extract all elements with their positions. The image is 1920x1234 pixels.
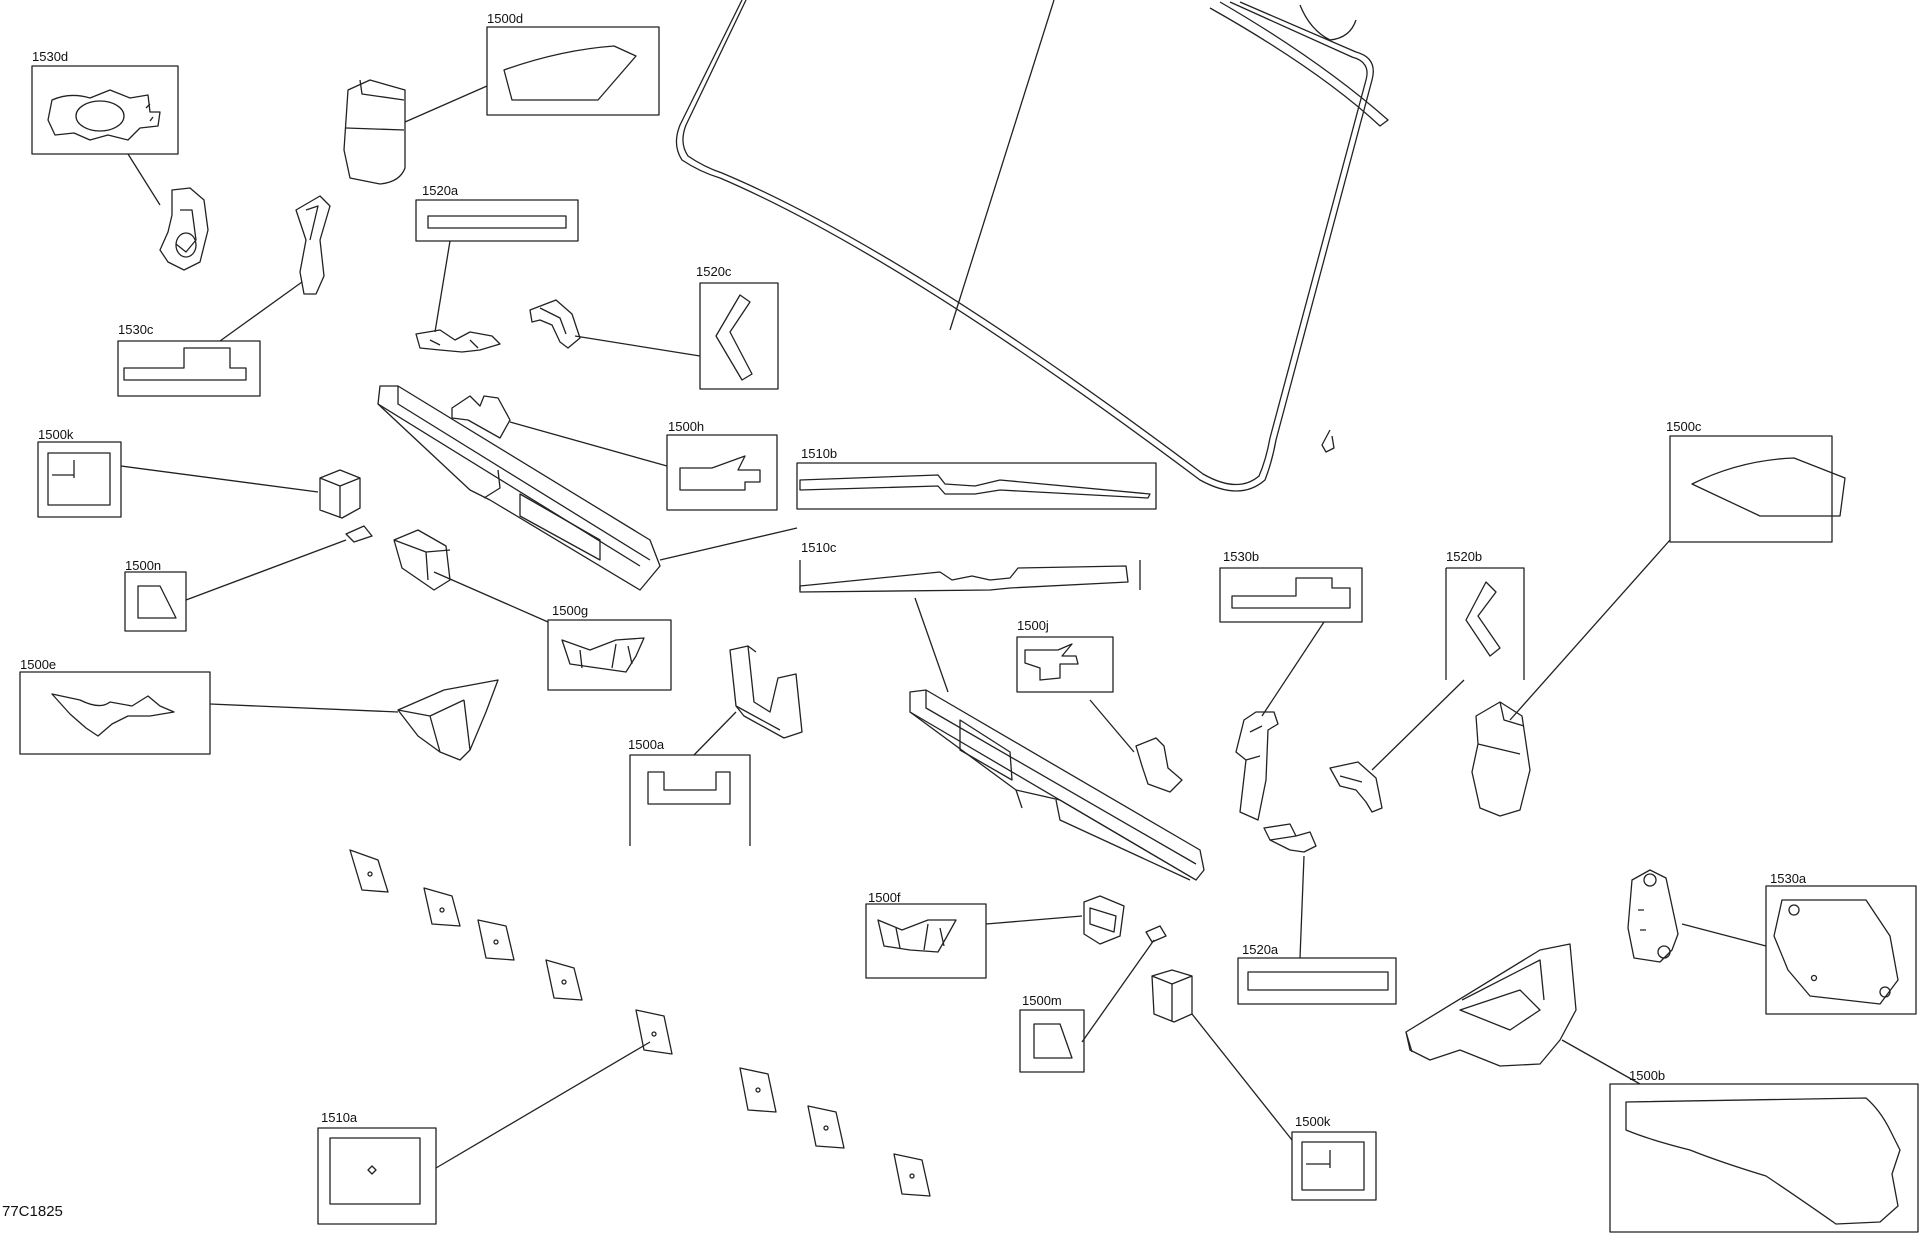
label-1520c: 1520c: [696, 264, 732, 279]
label-1500j: 1500j: [1017, 618, 1049, 633]
callout-1500j: [1016, 636, 1183, 793]
callout-1500k-left: [37, 441, 361, 519]
label-1500d: 1500d: [487, 11, 524, 26]
long-bar-upper: [377, 385, 661, 591]
callout-1500a: [629, 645, 803, 846]
label-1500h: 1500h: [668, 419, 705, 434]
callout-1500d: [343, 26, 660, 185]
callout-1530d: [31, 65, 209, 271]
label-1510c: 1510c: [801, 540, 837, 555]
lower-bar-right-parts: [1263, 823, 1317, 853]
callout-1500e: [19, 671, 499, 761]
label-1500k-bottom: 1500k: [1295, 1114, 1331, 1129]
callout-1500b: [1405, 943, 1919, 1233]
callout-1530b: [1219, 567, 1363, 821]
callout-1510c: [799, 560, 1141, 693]
callout-1530c: [117, 195, 331, 397]
label-1500g: 1500g: [552, 603, 589, 618]
callout-1520b: [1329, 567, 1525, 813]
callout-1510a: [317, 1041, 651, 1225]
long-bar-lower: [909, 689, 1205, 881]
label-1500b: 1500b: [1629, 1068, 1666, 1083]
callout-1510b: [659, 462, 1157, 561]
label-1520b: 1520b: [1446, 549, 1483, 564]
callout-1500c: [1471, 435, 1846, 817]
label-1530b: 1530b: [1223, 549, 1260, 564]
label-1500k-left: 1500k: [38, 427, 74, 442]
label-1530c: 1530c: [118, 322, 154, 337]
callout-1500g: [393, 529, 672, 691]
callout-1500h: [451, 395, 778, 511]
callout-1520a-bottom: [1237, 855, 1397, 1005]
label-1500m: 1500m: [1022, 993, 1062, 1008]
label-1500e: 1500e: [20, 657, 57, 672]
label-1500f: 1500f: [868, 890, 901, 905]
callout-1520c: [529, 282, 779, 390]
square-pads: [349, 849, 931, 1197]
callout-1520a-top: [415, 199, 579, 353]
callout-1500k-bottom: [1151, 969, 1377, 1201]
label-1500a: 1500a: [628, 737, 665, 752]
label-1510a: 1510a: [321, 1110, 358, 1125]
drawing-code: 77C1825: [2, 1203, 63, 1220]
label-1500n: 1500n: [125, 558, 162, 573]
label-1510b: 1510b: [801, 446, 838, 461]
label-1500c: 1500c: [1666, 419, 1702, 434]
callout-1530a: [1627, 869, 1917, 1015]
label-1530d: 1530d: [32, 49, 69, 64]
windshield: [675, 0, 1389, 492]
label-1530a: 1530a: [1770, 871, 1807, 886]
callout-1500m: [1019, 925, 1167, 1073]
callout-1500n: [124, 525, 373, 632]
label-1520a-bottom: 1520a: [1242, 942, 1279, 957]
label-1520a-top: 1520a: [422, 183, 459, 198]
callout-1500f: [865, 895, 1125, 979]
